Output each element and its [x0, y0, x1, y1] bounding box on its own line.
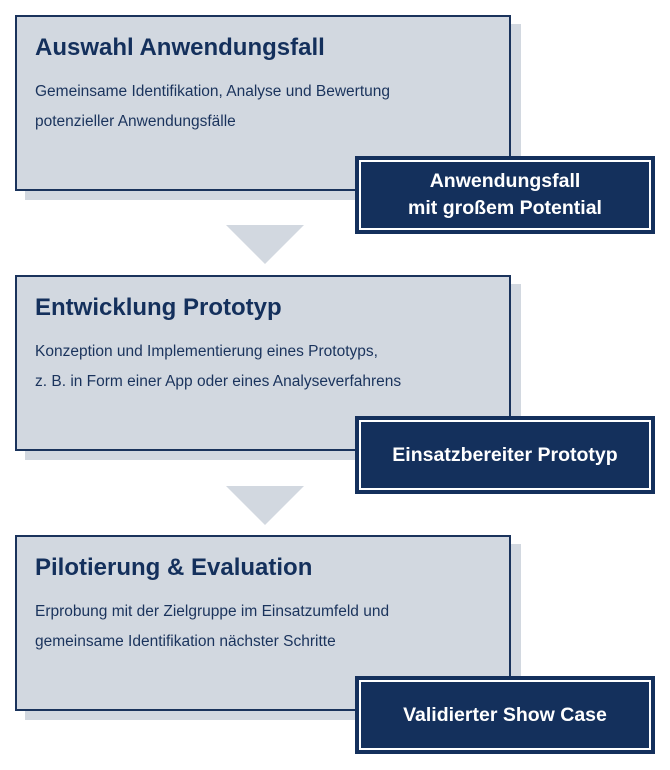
step-1-result-line-2: mit großem Potential: [408, 197, 602, 219]
step-1-description-line-2: potenzieller Anwendungsfälle: [35, 113, 236, 130]
step-2-description-line-2: z. B. in Form einer App oder eines Analy…: [35, 373, 402, 390]
step-2-description-line-1: Konzeption und Implementierung eines Pro…: [35, 343, 378, 360]
step-1-result-label: Anwendungsfall mit großem Potential: [359, 160, 651, 230]
step-1-title: Auswahl Anwendungsfall: [35, 34, 325, 61]
step-1-description-line-1: Gemeinsame Identifikation, Analyse und B…: [35, 83, 390, 100]
step-3-description-line-2: gemeinsame Identifikation nächster Schri…: [35, 633, 336, 650]
step-3-title: Pilotierung & Evaluation: [35, 554, 313, 581]
step-2-description: Konzeption und Implementierung eines Pro…: [35, 337, 495, 397]
step-1-description: Gemeinsame Identifikation, Analyse und B…: [35, 77, 495, 137]
step-2-title: Entwicklung Prototyp: [35, 294, 282, 321]
step-3-description: Erprobung mit der Zielgruppe im Einsatzu…: [35, 597, 495, 657]
step-2-result-label: Einsatzbereiter Prototyp: [359, 420, 651, 490]
step-3: Pilotierung & Evaluation Erprobung mit d…: [0, 535, 670, 765]
step-2-result-line-1: Einsatzbereiter Prototyp: [392, 443, 618, 466]
step-3-result-badge: Validierter Show Case: [355, 676, 655, 754]
down-arrow-1: [226, 225, 304, 264]
down-arrow-2: [226, 486, 304, 525]
step-3-description-line-1: Erprobung mit der Zielgruppe im Einsatzu…: [35, 603, 390, 620]
step-1-box: Auswahl Anwendungsfall Gemeinsame Identi…: [15, 15, 511, 191]
step-2: Entwicklung Prototyp Konzeption und Impl…: [0, 275, 670, 505]
step-3-result-label: Validierter Show Case: [359, 680, 651, 750]
step-1: Auswahl Anwendungsfall Gemeinsame Identi…: [0, 15, 670, 245]
step-1-result-badge: Anwendungsfall mit großem Potential: [355, 156, 655, 234]
step-1-result-line-1: Anwendungsfall: [429, 170, 581, 192]
step-2-result-badge: Einsatzbereiter Prototyp: [355, 416, 655, 494]
step-3-result-line-1: Validierter Show Case: [403, 703, 607, 726]
